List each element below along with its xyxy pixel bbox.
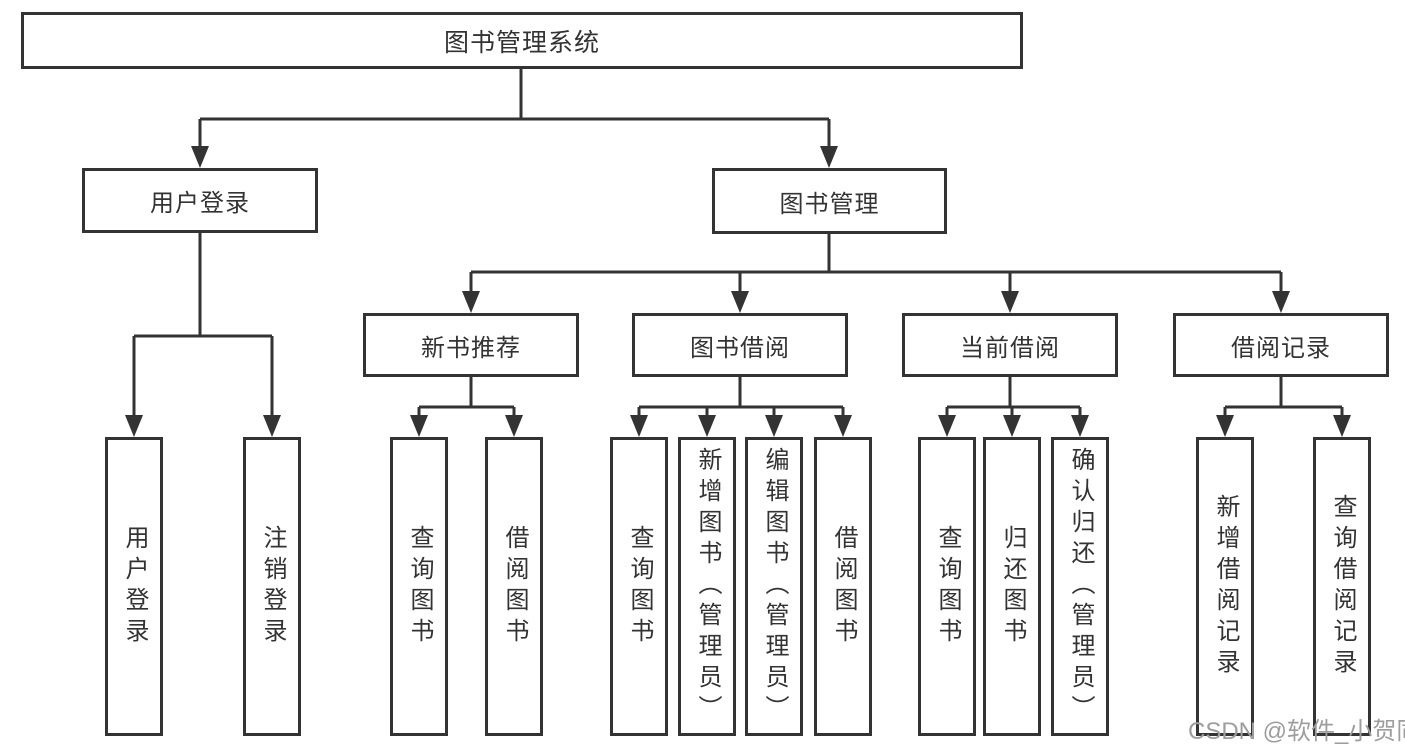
arrowhead — [505, 415, 523, 437]
arrowhead — [1272, 291, 1290, 313]
arrowhead — [1071, 415, 1089, 437]
arrowhead — [1003, 415, 1021, 437]
node-current-borrow: 当前借阅 — [902, 313, 1118, 377]
node-new-book-recommend: 新书推荐 — [363, 313, 579, 377]
node-book-management: 图书管理 — [712, 168, 947, 234]
leaf-edit-books-admin: 编辑图书（管理员） — [745, 437, 803, 736]
csdn-watermark: CSDN @软件_小贺同学 — [1188, 718, 1405, 745]
leaf-borrow-books: 借阅图书 — [814, 437, 872, 736]
leaf-label: 查询借阅记录 — [1329, 493, 1356, 680]
leaf-label: 查询图书 — [626, 524, 653, 649]
leaf-borrow-books-recommend: 借阅图书 — [485, 437, 543, 736]
leaf-return-books: 归还图书 — [983, 437, 1041, 736]
arrowhead — [630, 415, 648, 437]
node-label: 当前借阅 — [960, 334, 1060, 362]
node-borrow-records: 借阅记录 — [1173, 313, 1389, 377]
arrowhead — [1001, 291, 1019, 313]
node-root-library-system: 图书管理系统 — [21, 12, 1023, 69]
arrowhead — [1216, 415, 1234, 437]
leaf-label: 查询图书 — [406, 524, 433, 649]
connector-user-login-to-leaves — [132, 233, 274, 417]
connector-new-book-to-leaves — [417, 377, 516, 417]
arrowhead — [263, 415, 281, 437]
arrowheads — [125, 146, 1351, 437]
leaf-label: 用户登录 — [121, 524, 148, 649]
connector-root-to-level2 — [198, 69, 831, 148]
arrowhead — [698, 415, 716, 437]
leaf-label: 新增图书（管理员） — [694, 447, 721, 726]
leaf-query-borrow-record: 查询借阅记录 — [1313, 437, 1371, 736]
arrowhead — [410, 415, 428, 437]
connector-book-borrow-to-leaves — [637, 377, 845, 417]
connector-current-borrow-to-leaves — [945, 377, 1082, 417]
node-label: 图书管理系统 — [443, 28, 600, 57]
leaf-label: 确认归还（管理员） — [1067, 447, 1094, 726]
node-label: 借阅记录 — [1231, 334, 1331, 362]
arrowhead — [834, 415, 852, 437]
leaf-user-login: 用户登录 — [105, 437, 163, 736]
leaf-query-books-recommend: 查询图书 — [390, 437, 448, 736]
leaf-label: 归还图书 — [999, 524, 1026, 649]
leaf-logout: 注销登录 — [243, 437, 301, 736]
leaf-query-books-borrow: 查询图书 — [610, 437, 668, 736]
arrowhead — [462, 291, 480, 313]
arrowhead — [191, 146, 209, 168]
arrowhead — [125, 415, 143, 437]
node-user-login: 用户登录 — [82, 168, 318, 233]
leaf-label: 借阅图书 — [501, 524, 528, 649]
leaf-add-books-admin: 新增图书（管理员） — [678, 437, 736, 736]
node-label: 用户登录 — [150, 190, 250, 217]
leaf-confirm-return-admin: 确认归还（管理员） — [1051, 437, 1109, 736]
connector-book-management-to-level3 — [469, 234, 1283, 293]
arrowhead — [765, 415, 783, 437]
leaf-add-borrow-record: 新增借阅记录 — [1196, 437, 1254, 736]
leaf-label: 借阅图书 — [830, 524, 857, 649]
leaf-label: 注销登录 — [259, 524, 286, 649]
leaf-query-books-current: 查询图书 — [918, 437, 976, 736]
arrowhead — [731, 291, 749, 313]
node-label: 图书管理 — [779, 190, 880, 218]
connector-records-to-leaves — [1223, 377, 1344, 417]
node-label: 图书借阅 — [690, 334, 790, 362]
leaf-label: 编辑图书（管理员） — [761, 447, 788, 726]
arrowhead — [820, 146, 838, 168]
arrowhead — [1333, 415, 1351, 437]
arrowhead — [938, 415, 956, 437]
leaf-label: 查询图书 — [934, 524, 961, 649]
node-label: 新书推荐 — [421, 334, 521, 362]
node-book-borrow: 图书借阅 — [632, 313, 848, 377]
leaf-label: 新增借阅记录 — [1212, 493, 1239, 680]
